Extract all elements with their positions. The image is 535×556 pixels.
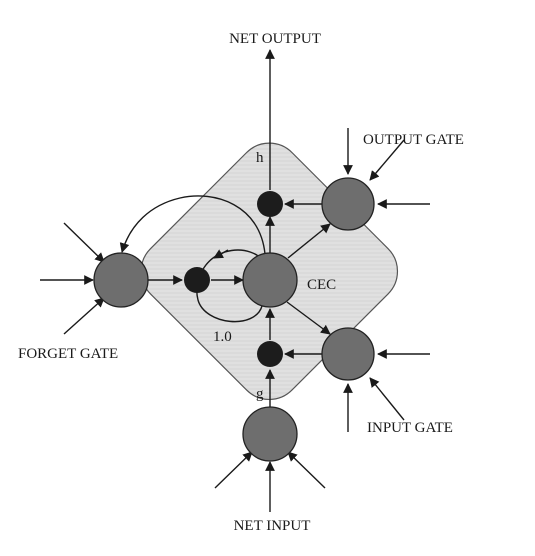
net-output-label: NET OUTPUT: [229, 31, 321, 47]
cec-to-output-gate-arrow: [287, 223, 331, 259]
input-gate-unit: [321, 327, 375, 381]
forget-gate-label: FORGET GATE: [18, 346, 118, 362]
net-input-line-right: [287, 451, 326, 489]
input-gate-label: INPUT GATE: [367, 420, 453, 436]
output-gate-label: OUTPUT GATE: [363, 132, 464, 148]
forget-gate-unit: [93, 252, 149, 308]
self-loop-arrowhead: [213, 249, 229, 259]
input-gate-input-bottomright: [369, 377, 405, 421]
recurrent-weight-label: 1.0: [213, 329, 232, 345]
net-input-unit: [242, 406, 298, 462]
cec-to-forget-gate-curve: [119, 195, 266, 255]
cec-to-input-gate-arrow: [286, 301, 331, 335]
forget-multiplier: [184, 267, 210, 293]
input-multiplier: [257, 341, 283, 367]
h-label: h: [256, 150, 264, 166]
net-input-line-left: [214, 451, 253, 489]
forget-gate-input-bottomleft: [63, 297, 105, 335]
g-label: g: [256, 386, 264, 402]
output-multiplier: [257, 191, 283, 217]
cec-label: CEC: [307, 277, 336, 293]
forget-gate-input-topleft: [63, 222, 105, 263]
output-gate-input-topright: [369, 139, 405, 181]
cec-unit: [242, 252, 298, 308]
output-gate-unit: [321, 177, 375, 231]
net-input-label: NET INPUT: [234, 518, 311, 534]
